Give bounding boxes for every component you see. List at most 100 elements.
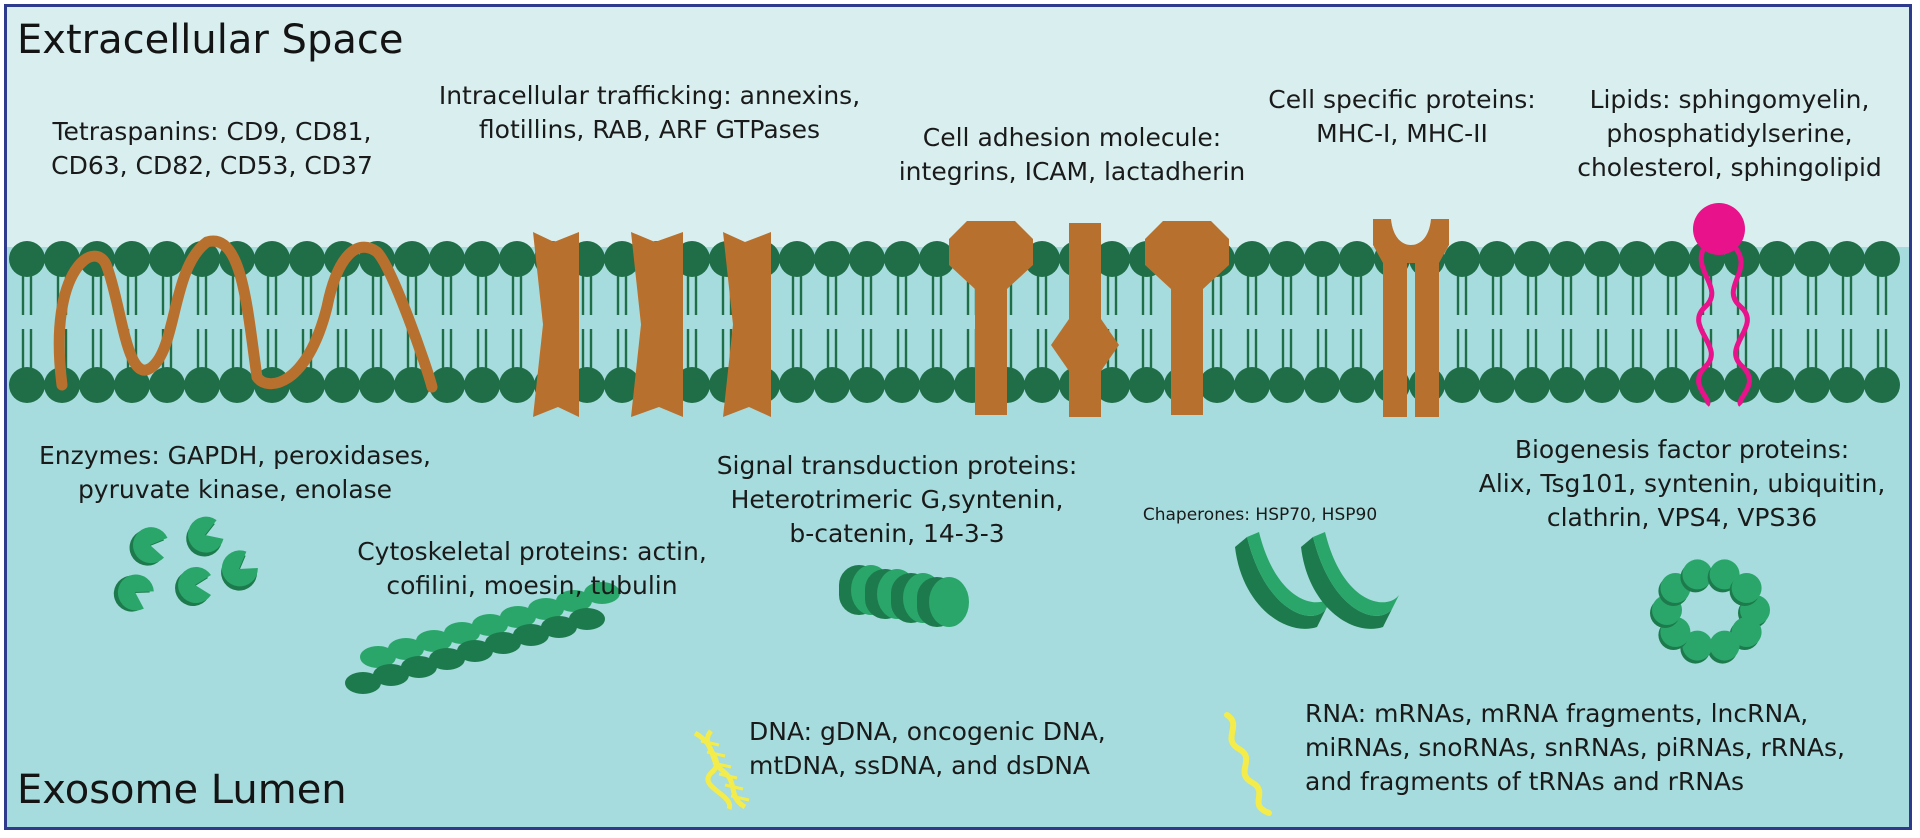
lipid-head — [1794, 241, 1830, 277]
lipid-head — [1584, 367, 1620, 403]
tetraspanin-protein — [53, 235, 438, 393]
lipid-head — [1234, 241, 1270, 277]
trafficking-protein — [533, 232, 579, 417]
filament-subunit — [444, 622, 480, 644]
label-line: cofilini, moesin, tubulin — [386, 571, 678, 600]
lipid-head — [429, 367, 465, 403]
biogenesis-ring-subunit — [1709, 630, 1740, 661]
lipid-head — [604, 367, 640, 403]
biogenesis-ring-subunit — [1731, 616, 1762, 647]
label-line: mtDNA, ssDNA, and dsDNA — [749, 751, 1091, 780]
lipid-head — [359, 367, 395, 403]
membrane-proteins — [53, 203, 1752, 417]
enzyme-body — [133, 527, 168, 564]
filament-subunit — [472, 614, 508, 636]
diagram-frame: Extracellular Space Exosome Lumen Tetras… — [4, 4, 1912, 830]
filament-subunit — [373, 664, 409, 686]
label-line: MHC-I, MHC-II — [1316, 119, 1488, 148]
lipid-head — [604, 241, 640, 277]
filament-subunit — [528, 598, 564, 620]
label-line: RNA: mRNAs, mRNA fragments, lncRNA, — [1305, 699, 1809, 728]
filament-subunit — [401, 656, 437, 678]
label-line: flotillins, RAB, ARF GTPases — [478, 115, 821, 144]
lipid-head — [1619, 241, 1655, 277]
dna-base-pair — [718, 772, 738, 780]
lipid-head — [1829, 241, 1865, 277]
filament-subunit — [388, 638, 424, 660]
lipid-head — [429, 241, 465, 277]
lipid-head — [1269, 367, 1305, 403]
label-line: Biogenesis factor proteins: — [1514, 435, 1850, 464]
dna-base-pair — [724, 783, 744, 791]
enzyme-body — [221, 550, 258, 587]
lipid-head — [1619, 367, 1655, 403]
label-line: Cell specific proteins: — [1268, 85, 1536, 114]
enzyme-icon — [129, 527, 168, 566]
lipid-head — [1549, 241, 1585, 277]
lipid-head — [1759, 241, 1795, 277]
lipid-head — [9, 241, 45, 277]
label-line: Enzymes: GAPDH, peroxidases, — [39, 441, 431, 470]
lipid-head — [1094, 367, 1130, 403]
filament-subunit — [513, 624, 549, 646]
sphingolipid-tail — [1729, 241, 1752, 407]
filament-subunit — [584, 582, 620, 604]
dna-base-pair — [730, 794, 750, 802]
lipid-head — [1654, 367, 1690, 403]
lipid-head — [1759, 367, 1795, 403]
lipid-head — [884, 367, 920, 403]
lipid-head — [814, 367, 850, 403]
biogenesis-ring-subunit — [1709, 559, 1740, 590]
lipid-head — [1269, 241, 1305, 277]
label-line: phosphatidylserine, — [1606, 119, 1853, 148]
rna-label: RNA: mRNAs, mRNA fragments, lncRNA, miRN… — [1305, 697, 1905, 799]
region-title-extracellular: Extracellular Space — [17, 17, 404, 63]
adhesion-molecule — [1145, 221, 1229, 415]
label-line: cholesterol, sphingolipid — [1577, 153, 1882, 182]
label-line: and fragments of tRNAs and rRNAs — [1305, 767, 1745, 796]
filament-subunit — [541, 616, 577, 638]
lipid-head — [114, 367, 150, 403]
lipid-head — [1339, 241, 1375, 277]
lipid-head — [1514, 241, 1550, 277]
lipid-head — [394, 241, 430, 277]
lipid-head — [1864, 241, 1900, 277]
cell-specific-label: Cell specific proteins: MHC-I, MHC-II — [1252, 83, 1552, 151]
label-line: CD63, CD82, CD53, CD37 — [51, 151, 373, 180]
trafficking-label: Intracellular trafficking: annexins, flo… — [412, 79, 887, 147]
lipid-head — [394, 367, 430, 403]
label-line: Cytoskeletal proteins: actin, — [357, 537, 707, 566]
lipids-label: Lipids: sphingomyelin, phosphatidylserin… — [1552, 83, 1907, 185]
chaperone-protein — [1235, 537, 1327, 629]
enzyme-icon — [221, 550, 258, 591]
tetraspanins-label: Tetraspanins: CD9, CD81, CD63, CD82, CD5… — [47, 115, 377, 183]
lipid-head — [499, 241, 535, 277]
lipid-head — [779, 367, 815, 403]
lipid-head — [219, 367, 255, 403]
filament-subunit — [485, 632, 521, 654]
lipid-head — [814, 241, 850, 277]
label-line: Signal transduction proteins: — [716, 451, 1078, 480]
membrane-illustration — [7, 7, 1909, 827]
lipid-head — [1479, 367, 1515, 403]
label-line: clathrin, VPS4, VPS36 — [1546, 503, 1818, 532]
chaperones-label: Chaperones: HSP70, HSP90 — [1115, 503, 1405, 527]
label-line: Heterotrimeric G,syntenin, — [730, 485, 1064, 514]
cytoskeletal-label: Cytoskeletal proteins: actin, cofilini, … — [332, 535, 732, 603]
exosome-lumen-area — [7, 247, 1909, 827]
label-line: Lipids: sphingomyelin, — [1589, 85, 1870, 114]
filament-subunit — [345, 672, 381, 694]
enzymes-label: Enzymes: GAPDH, peroxidases, pyruvate ki… — [15, 439, 455, 507]
lipid-head — [919, 367, 955, 403]
lipid-head — [254, 241, 290, 277]
rna-strand — [1224, 712, 1272, 816]
lipid-head — [1094, 241, 1130, 277]
lipid-head — [499, 367, 535, 403]
region-title-lumen: Exosome Lumen — [17, 767, 347, 813]
sphingolipid-tail — [1696, 241, 1715, 407]
lipid-head — [849, 241, 885, 277]
label-line: DNA: gDNA, oncogenic DNA, — [749, 717, 1106, 746]
lipid-head — [1584, 241, 1620, 277]
adhesion-label: Cell adhesion molecule: integrins, ICAM,… — [882, 121, 1262, 189]
enzyme-icon — [175, 567, 211, 606]
